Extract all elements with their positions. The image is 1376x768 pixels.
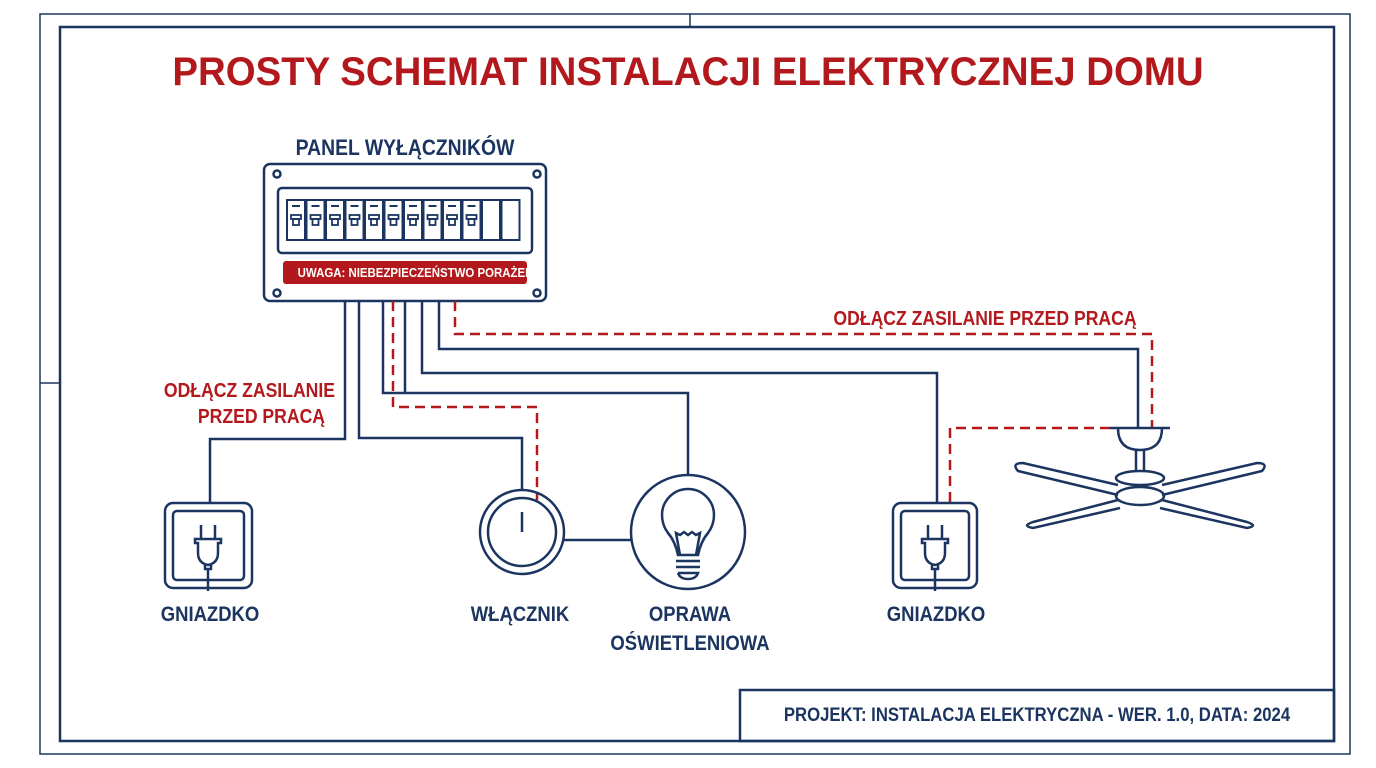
wires — [208, 301, 1154, 542]
circuit-breaker — [364, 199, 384, 241]
panel-label: PANEL WYŁĄCZNIKÓW — [295, 135, 515, 160]
switch-label: WŁĄCZNIK — [470, 603, 570, 626]
circuit-breaker — [422, 199, 443, 241]
socket-right-label: GNIAZDKO — [886, 603, 986, 626]
socket-left-label: GNIAZDKO — [160, 603, 260, 626]
lamp-symbol — [629, 473, 747, 591]
drawing-frame — [39, 13, 1351, 755]
circuit-breaker — [286, 199, 306, 241]
socket-left-symbol — [163, 501, 254, 591]
circuit-breaker — [344, 199, 365, 241]
switch-symbol — [478, 488, 566, 576]
panel-warning-label: UWAGA: NIEBEZPIECZEŃSTWO PORAŻENIA — [297, 265, 545, 280]
circuit-breaker — [325, 199, 345, 241]
circuit-breaker — [383, 199, 404, 241]
warning-left-line2: PRZED PRACĄ — [197, 406, 325, 428]
lamp-label-line2: OŚWIETLENIOWA — [610, 632, 770, 655]
socket-right-symbol — [891, 501, 979, 591]
diagram-title: PROSTY SCHEMAT INSTALACJI ELEKTRYCZNEJ D… — [172, 50, 1204, 94]
ceiling-fan-symbol — [1014, 426, 1266, 530]
circuit-breaker — [403, 199, 423, 241]
lamp-label-line1: OPRAWA — [648, 603, 732, 626]
warning-left-line1: ODŁĄCZ ZASILANIE — [163, 380, 335, 402]
footer-box — [738, 688, 1336, 743]
warning-right: ODŁĄCZ ZASILANIE PRZED PRACĄ — [833, 308, 1137, 330]
circuit-breaker — [461, 199, 482, 241]
circuit-breaker — [305, 199, 326, 241]
warning-label-bg — [283, 261, 527, 284]
empty-breaker-slot — [500, 199, 521, 241]
circuit-breaker — [442, 199, 462, 241]
breaker-panel — [262, 162, 548, 303]
empty-breaker-slot — [481, 199, 501, 241]
footer-project-info: PROJEKT: INSTALACJA ELEKTRYCZNA - WER. 1… — [783, 705, 1291, 726]
